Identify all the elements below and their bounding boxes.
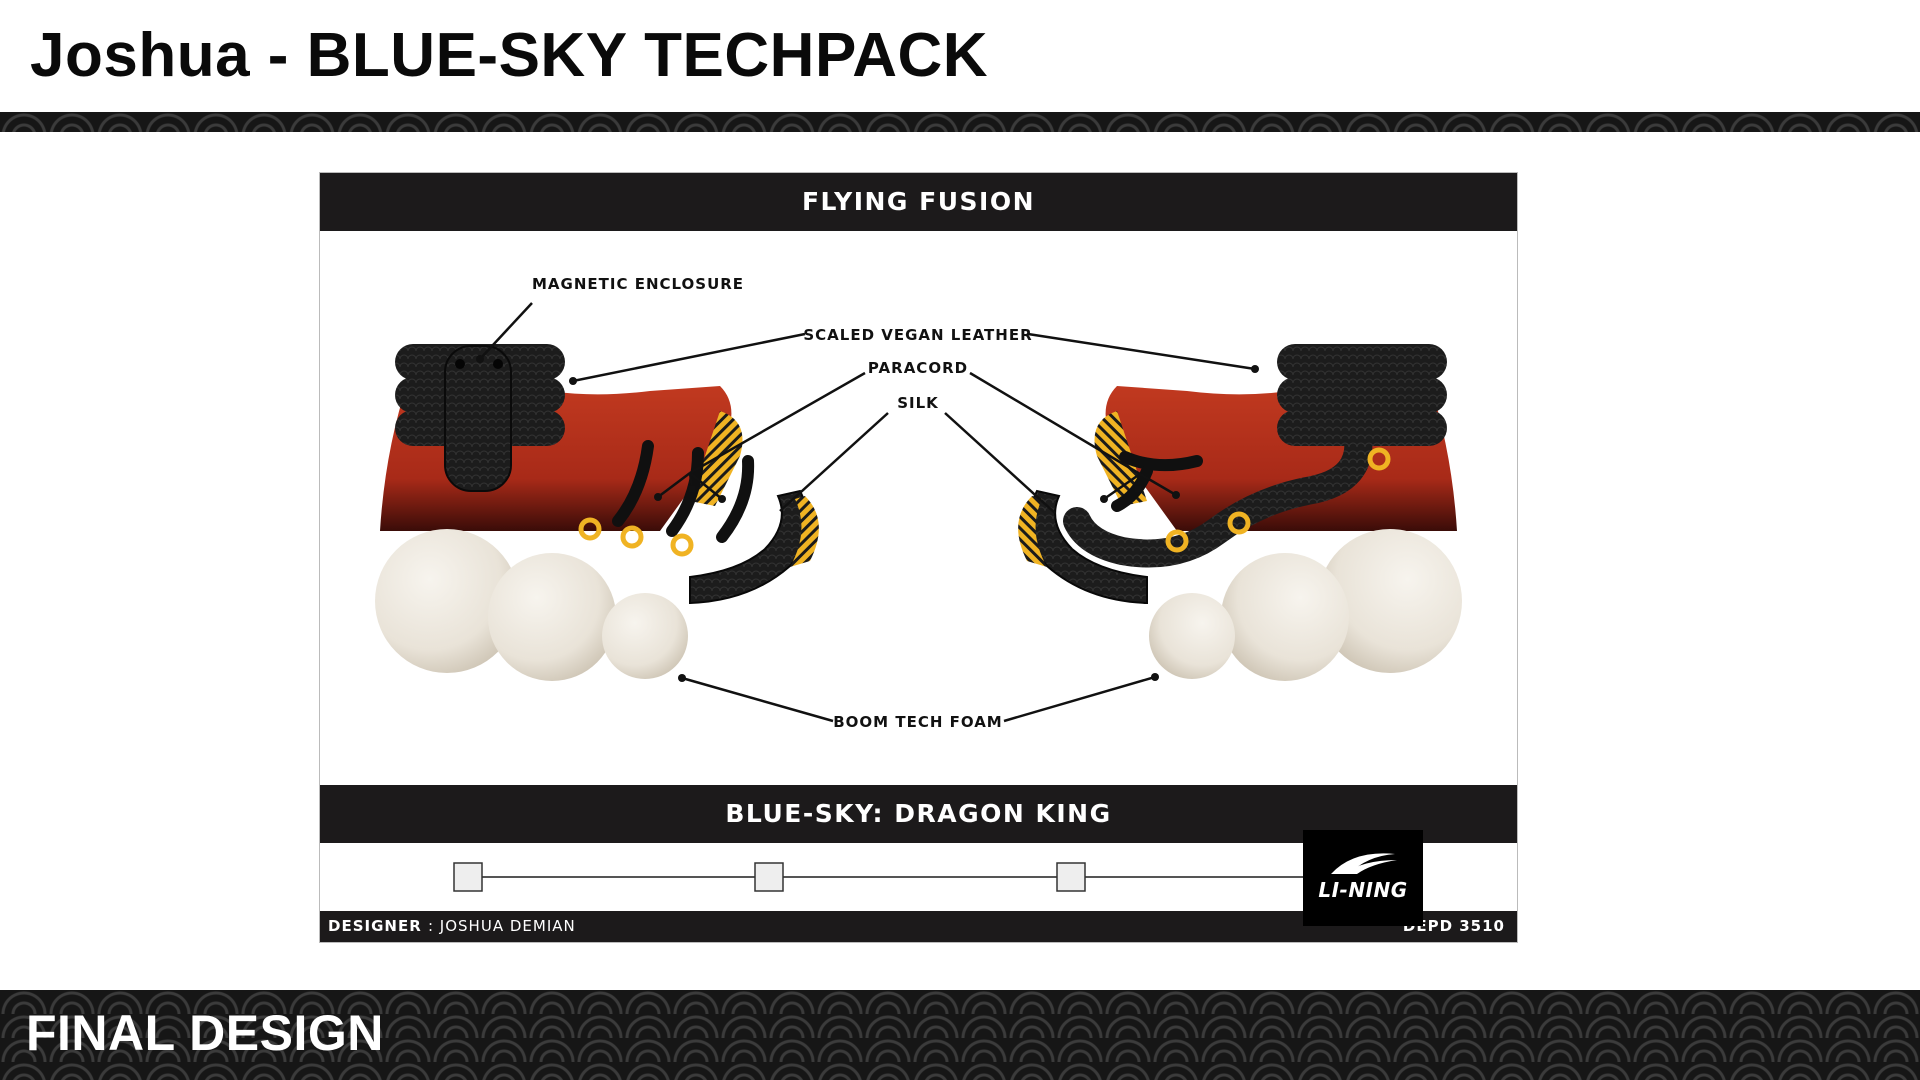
right-dragon-strap xyxy=(1063,357,1411,568)
right-eye-dot xyxy=(493,359,503,369)
li-ning-swoosh-icon xyxy=(1331,853,1397,874)
timeline-checkbox-3[interactable] xyxy=(1056,862,1086,892)
left-shoe xyxy=(375,344,819,681)
timeline-checkbox-1[interactable] xyxy=(453,862,483,892)
li-ning-logo-text: LI-NING xyxy=(1318,878,1408,902)
header-pattern-band xyxy=(0,112,1920,132)
designer-label: DESIGNER xyxy=(328,917,422,935)
designer-name: : JOSHUA DEMIAN xyxy=(427,917,576,935)
right-paracord-laces xyxy=(1111,451,1203,512)
progress-timeline xyxy=(453,862,1303,892)
left-silk-eyelets xyxy=(578,517,694,557)
left-eye-dot xyxy=(455,359,465,369)
left-boom-tech-foam xyxy=(375,529,688,681)
design-sheet: FLYING FUSION xyxy=(319,172,1518,943)
left-scaled-toe-wrap xyxy=(689,489,809,605)
right-toe-yellow xyxy=(1018,496,1047,567)
timeline-checkbox-2[interactable] xyxy=(754,862,784,892)
callout-endpoints xyxy=(476,355,1259,682)
footer-title: FINAL DESIGN xyxy=(26,1005,384,1061)
collection-title-bar: BLUE-SKY: DRAGON KING xyxy=(320,785,1517,843)
label-silk: SILK xyxy=(897,394,939,412)
right-silk-eyelets xyxy=(1165,447,1391,553)
left-toe-yellow xyxy=(790,496,819,567)
left-paracord-laces xyxy=(612,440,755,543)
course-code: DEPD 3510 xyxy=(1402,917,1505,935)
designer-credit: DESIGNER : JOSHUA DEMIAN xyxy=(328,911,576,942)
page-title: Joshua - BLUE-SKY TECHPACK xyxy=(30,21,989,90)
right-shoe xyxy=(1018,344,1462,681)
li-ning-logo: LI-NING xyxy=(1303,830,1423,926)
magnetic-enclosure-strap xyxy=(444,345,512,492)
concept-title-bar: FLYING FUSION xyxy=(320,173,1517,231)
label-boom-tech-foam: BOOM TECH FOAM xyxy=(833,713,1002,731)
callout-leader-lines xyxy=(479,302,1256,723)
label-magnetic-enclosure: MAGNETIC ENCLOSURE xyxy=(532,275,744,293)
label-paracord: PARACORD xyxy=(868,359,968,377)
right-boom-tech-foam xyxy=(1149,529,1462,681)
shoe-diagram: MAGNETIC ENCLOSURE SCALED VEGAN LEATHER … xyxy=(375,275,1462,731)
footer-pattern-band xyxy=(0,990,1920,1080)
label-scaled-vegan-leather: SCALED VEGAN LEATHER xyxy=(803,326,1032,344)
